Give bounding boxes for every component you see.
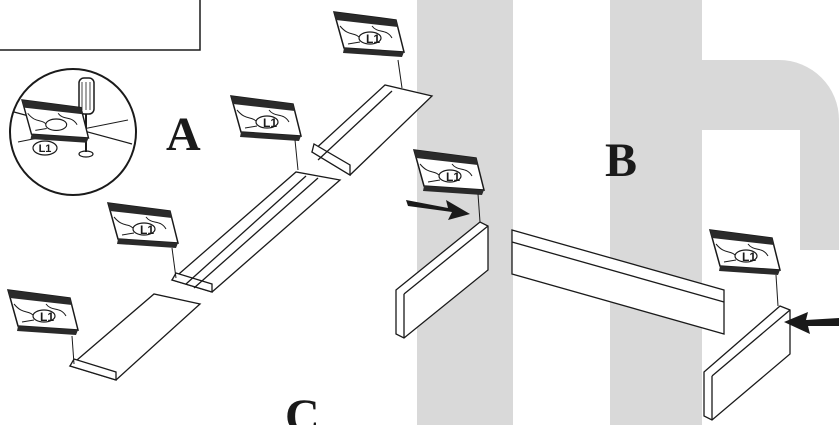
arrow-icon	[406, 200, 470, 220]
panel-middle	[170, 171, 342, 293]
step-label-a: A	[166, 108, 201, 161]
bag-label: L1	[140, 223, 154, 237]
watermark-bar-right	[610, 0, 702, 425]
panel-bottom	[68, 293, 202, 381]
side-panel-left	[395, 221, 489, 339]
bag-label: L1	[446, 170, 460, 184]
bag-connectors	[71, 59, 779, 365]
panel-top	[310, 84, 434, 177]
arrow-icon	[784, 312, 839, 334]
callout-bag-label: L1	[39, 143, 52, 155]
side-panel-right	[703, 305, 791, 421]
bag-label: L1	[742, 250, 756, 264]
back-rail	[511, 229, 725, 335]
instruction-box	[0, 0, 201, 51]
bag-label: L1	[40, 310, 54, 324]
step-label-b: B	[605, 134, 638, 187]
bag-label: L1	[366, 32, 380, 46]
watermark-stub	[800, 130, 839, 250]
callout-circle: L1	[9, 68, 137, 196]
step-label-c: C	[285, 390, 320, 425]
bag-label: L1	[263, 116, 277, 130]
